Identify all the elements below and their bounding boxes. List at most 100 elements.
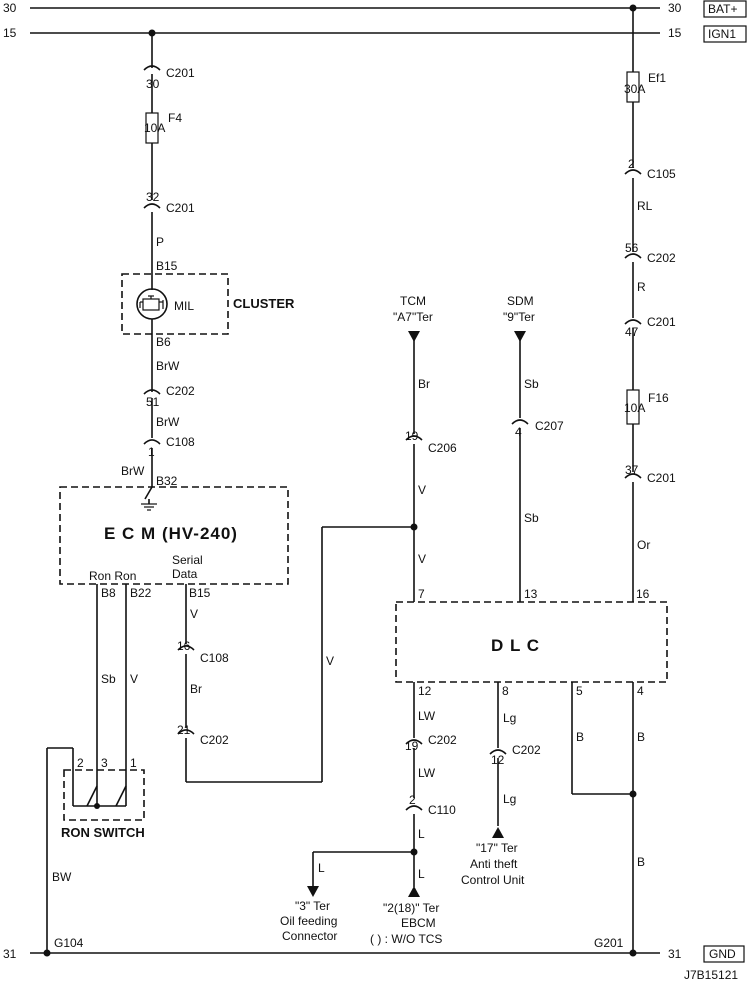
rail-gnd-left-label: 31 bbox=[3, 947, 17, 961]
mil-wire-brw-3: BrW bbox=[121, 464, 145, 478]
pin12-c202-pin: 19 bbox=[405, 739, 419, 753]
mil-label: MIL bbox=[174, 299, 194, 313]
rail-bat: 30 30 BAT+ bbox=[3, 0, 747, 18]
ef1-name: Ef1 bbox=[648, 71, 666, 85]
pin5-wire-b: B bbox=[576, 730, 584, 744]
tcm-c206-pin: 19 bbox=[405, 429, 419, 443]
dlc-pin-16: 16 bbox=[636, 587, 650, 601]
ron-sw-pin1: 1 bbox=[130, 756, 137, 770]
tcm-wire-br: Br bbox=[418, 377, 430, 391]
pin8-wire-lg1: Lg bbox=[503, 711, 516, 725]
ebcm-line3: ( ) : W/O TCS bbox=[370, 932, 442, 946]
pin12-c202-name: C202 bbox=[428, 733, 457, 747]
c201-name-47: C201 bbox=[647, 315, 676, 329]
c201-pin-47: 47 bbox=[625, 325, 639, 339]
dlc-pin12-branch: LW C202 19 LW 2 C110 L L L "3" Ter Oil f… bbox=[280, 682, 457, 946]
serial-wire-v2: V bbox=[326, 654, 334, 668]
ecm-pin-b15: B15 bbox=[189, 586, 211, 600]
dlc-pin-8: 8 bbox=[502, 684, 509, 698]
dlc-pin-12: 12 bbox=[418, 684, 432, 698]
mil-pin-b15: B15 bbox=[156, 259, 178, 273]
dlc-module: D L C 12 8 5 4 bbox=[395, 601, 668, 698]
cluster-box bbox=[121, 273, 229, 335]
ron-wire-bw: BW bbox=[52, 870, 72, 884]
ecm-serial-line2: Data bbox=[172, 567, 198, 581]
dlc-pin-7: 7 bbox=[418, 587, 425, 601]
ef1-rating: 30A bbox=[624, 82, 645, 96]
mil-fuse-rating: 10A bbox=[144, 121, 165, 135]
c110-name: C110 bbox=[428, 803, 456, 817]
mil-wire-brw-2: BrW bbox=[156, 415, 180, 429]
ron-switch-box bbox=[63, 769, 145, 821]
serial-wire-v1: V bbox=[190, 607, 198, 621]
c202-pin-56: 56 bbox=[625, 241, 639, 255]
serial-c108-pin: 16 bbox=[177, 639, 191, 653]
rail-gnd-right-label: 31 bbox=[668, 947, 682, 961]
ron-branch: Sb V 2 3 1 RON SWITCH BW G104 bbox=[43, 584, 145, 957]
mil-branch: 30 C201 F4 10A 32 C201 P B15 CLUSTER MIL… bbox=[121, 29, 295, 511]
mil-c201-bot-pin: 32 bbox=[146, 190, 160, 204]
serial-c202-pin: 21 bbox=[177, 723, 191, 737]
serial-branch: V 16 C108 Br 21 C202 V bbox=[177, 526, 414, 783]
c202-name-56: C202 bbox=[647, 251, 676, 265]
mil-c108-name: C108 bbox=[166, 435, 195, 449]
serial-c108-name: C108 bbox=[200, 651, 229, 665]
sdm-wire-sb1: Sb bbox=[524, 377, 539, 391]
oil-line2: Oil feeding bbox=[280, 914, 337, 928]
engine-icon bbox=[139, 295, 164, 311]
dlc-pin8-branch: Lg C202 12 Lg "17" Ter Anti theft Contro… bbox=[461, 682, 541, 887]
ecm-pin-b22: B22 bbox=[130, 586, 152, 600]
sdm-wire-sb2: Sb bbox=[524, 511, 539, 525]
mil-c202-name: C202 bbox=[166, 384, 195, 398]
ron-sw-pin3: 3 bbox=[101, 756, 108, 770]
ron-wire-sb: Sb bbox=[101, 672, 116, 686]
tcm-wire-v2: V bbox=[418, 552, 426, 566]
ron-wire-v: V bbox=[130, 672, 138, 686]
sdm-c207-pin: 4 bbox=[515, 425, 522, 439]
ebcm-line1: "2(18)" Ter bbox=[383, 901, 439, 915]
dlc-pin-13: 13 bbox=[524, 587, 538, 601]
pin4-wire-b: B bbox=[637, 730, 645, 744]
rail-ign: 15 15 IGN1 bbox=[3, 25, 747, 43]
bat-branch: Ef1 30A 2 C105 RL 56 C202 R C201 47 F16 … bbox=[624, 4, 676, 602]
mil-wire-p: P bbox=[156, 235, 164, 249]
gnd-tag: GND bbox=[709, 947, 736, 961]
mil-wire-brw-1: BrW bbox=[156, 359, 180, 373]
pin12-wire-l2: L bbox=[418, 867, 425, 881]
mil-c201-top-pin: 30 bbox=[146, 77, 160, 91]
mil-c201-top-name: C201 bbox=[166, 66, 195, 80]
anti-line2: Anti theft bbox=[470, 857, 518, 871]
mil-c202-pin: 51 bbox=[146, 395, 160, 409]
ecm-title: E C M (HV-240) bbox=[104, 524, 238, 543]
tcm-branch: TCM "A7"Ter Br 19 C206 V V 7 bbox=[393, 294, 457, 602]
mil-fuse-name: F4 bbox=[168, 111, 182, 125]
c110-pin: 2 bbox=[409, 793, 416, 807]
pin12-wire-lw2: LW bbox=[418, 766, 436, 780]
serial-wire-br: Br bbox=[190, 682, 202, 696]
sdm-branch: SDM "9"Ter Sb 4 C207 Sb 13 bbox=[503, 294, 564, 602]
tcm-title: TCM bbox=[400, 294, 426, 308]
bat-wire-rl: RL bbox=[637, 199, 653, 213]
mil-pin-b32: B32 bbox=[156, 474, 178, 488]
bat-wire-or: Or bbox=[637, 538, 650, 552]
f16-rating: 10A bbox=[624, 401, 645, 415]
ign-tag: IGN1 bbox=[708, 27, 736, 41]
tcm-wire-v1: V bbox=[418, 483, 426, 497]
f16-name: F16 bbox=[648, 391, 669, 405]
tcm-c206-name: C206 bbox=[428, 441, 457, 455]
sdm-terminal: "9"Ter bbox=[503, 310, 535, 324]
ecm-ron-label: Ron Ron bbox=[89, 569, 136, 583]
gnd-wire-b: B bbox=[637, 855, 645, 869]
rail-bat-left-label: 30 bbox=[3, 1, 17, 15]
ecm-module: E C M (HV-240) Serial Data Ron Ron B8 B2… bbox=[59, 486, 289, 600]
anti-line3: Control Unit bbox=[461, 873, 525, 887]
rail-gnd: 31 31 GND bbox=[3, 945, 745, 963]
sdm-title: SDM bbox=[507, 294, 534, 308]
pin12-wire-l1: L bbox=[418, 827, 425, 841]
dlc-pin-4: 4 bbox=[637, 684, 644, 698]
cluster-label: CLUSTER bbox=[233, 296, 295, 311]
ground-g104: G104 bbox=[54, 936, 84, 950]
rail-bat-right-label: 30 bbox=[668, 1, 682, 15]
tcm-terminal: "A7"Ter bbox=[393, 310, 433, 324]
